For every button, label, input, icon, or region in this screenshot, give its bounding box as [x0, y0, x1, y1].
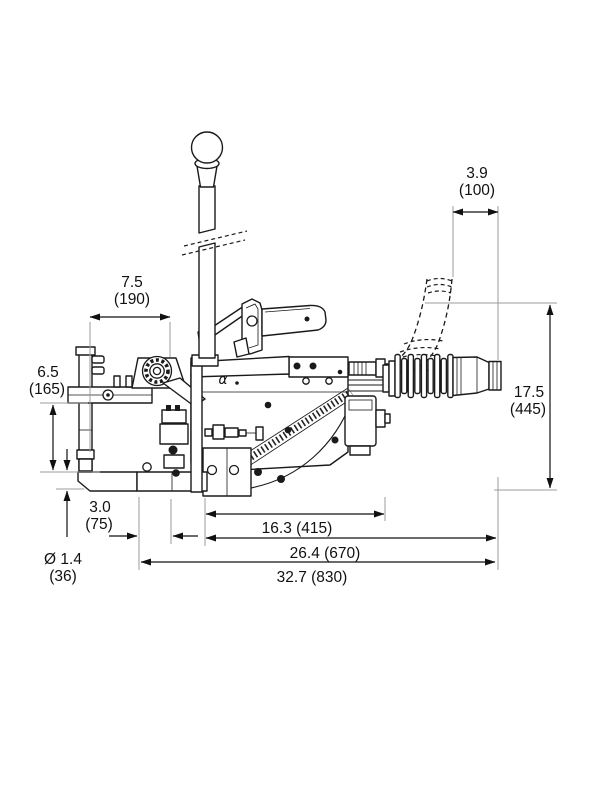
dim-hose-width-in: 3.9 — [466, 165, 488, 182]
dim-strap-gap-mm: (36) — [49, 568, 77, 585]
nozzle — [452, 356, 502, 397]
front-column — [190, 357, 203, 493]
dim-hose-width: 3.9 (100) — [452, 165, 499, 216]
handle-pole — [181, 131, 248, 367]
dim-strap-gap: Ø 1.4 (36) — [44, 449, 82, 585]
dim-base-offset: 3.0 (75) — [85, 499, 198, 540]
dim-strap-gap-in: Ø 1.4 — [44, 551, 82, 568]
dim-tool-length-label: 16.3 (415) — [262, 520, 333, 537]
dim-base-offset-mm: (75) — [85, 516, 113, 533]
bellows-hose — [382, 353, 454, 399]
dim-front-length-mm: (190) — [114, 291, 150, 308]
tension-lever — [197, 298, 327, 359]
front-post — [67, 346, 153, 473]
dim-overall-height: 17.5 (445) — [510, 304, 554, 489]
dim-front-length: 7.5 (190) — [89, 274, 171, 321]
tension-knob — [131, 355, 206, 407]
dim-base-offset-in: 3.0 — [89, 499, 111, 516]
dim-front-height: 6.5 (165) — [29, 364, 65, 471]
tensioner-mechanism — [142, 405, 264, 477]
dim-overall-length-label: 32.7 (830) — [277, 569, 348, 586]
dim-overall-length: 32.7 (830) — [140, 558, 496, 586]
ball-knob — [190, 131, 224, 164]
pole-break-marks — [181, 230, 248, 256]
strapping-tool-drawing: α — [67, 131, 502, 497]
dim-front-height-in: 6.5 — [37, 364, 59, 381]
dim-overall-height-in: 17.5 — [514, 384, 544, 401]
dim-front-height-mm: (165) — [29, 381, 65, 398]
extension-lines — [40, 206, 557, 570]
dim-front-length-in: 7.5 — [121, 274, 143, 291]
dim-hose-width-mm: (100) — [459, 182, 495, 199]
dim-length-mid: 26.4 (670) — [205, 534, 497, 562]
dim-overall-height-mm: (445) — [510, 401, 546, 418]
dim-tool-length: 16.3 (415) — [205, 510, 385, 537]
dim-length-mid-label: 26.4 (670) — [290, 545, 361, 562]
body-marking-alpha: α — [218, 372, 228, 388]
base-foot — [77, 447, 285, 497]
